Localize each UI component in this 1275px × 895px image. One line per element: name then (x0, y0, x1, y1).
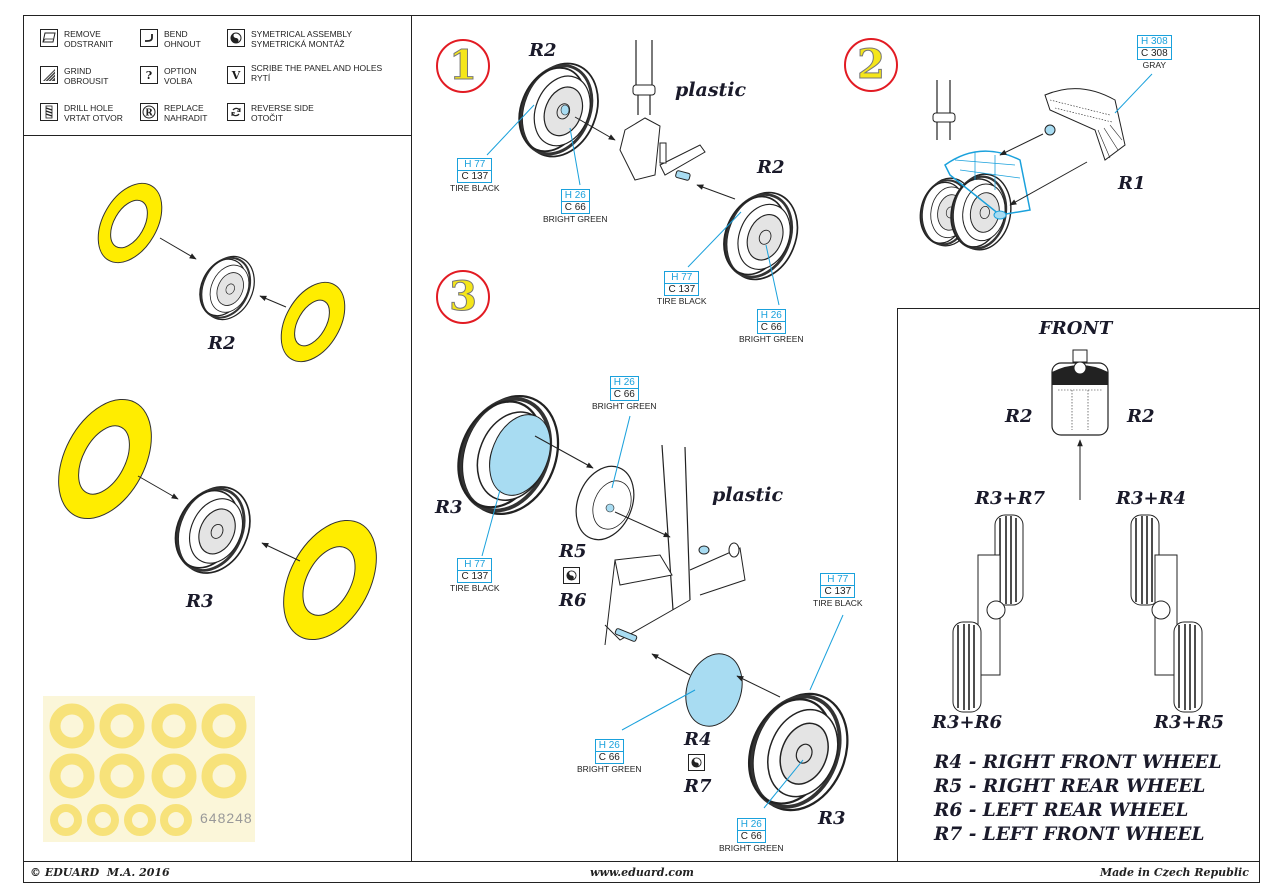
step1-r2-label-top: R2 (529, 40, 557, 61)
left-r2-label: R2 (208, 333, 236, 354)
step3-r7-label: R7 (684, 776, 712, 797)
option-icon: ? (140, 66, 158, 84)
placement-r3-r7: R3+R7 (975, 488, 1046, 509)
symmetrical-assembly-icon (688, 754, 705, 771)
step3-r3-label-right: R3 (818, 808, 846, 829)
step2-r1-label: R1 (1118, 173, 1146, 194)
remove-icon (40, 29, 58, 47)
reverse-side-icon (227, 103, 245, 121)
step-2-badge: 2 (844, 38, 898, 92)
placement-r2-left: R2 (1005, 406, 1033, 427)
bend-icon (140, 29, 158, 47)
replace-icon: R (140, 103, 158, 121)
placement-r3-r5: R3+R5 (1154, 712, 1225, 733)
copyright-text: © EDUARD M.A. 2016 (30, 866, 170, 879)
mask-rings (49, 703, 247, 836)
step-1-badge: 1 (436, 39, 490, 93)
front-label: FRONT (1039, 318, 1113, 339)
placement-inset-box (897, 308, 1260, 862)
left-column-divider (411, 15, 412, 862)
left-r3-label: R3 (186, 591, 214, 612)
scribe-icon: V (227, 66, 245, 84)
placement-r2-right: R2 (1127, 406, 1155, 427)
svg-text:R: R (145, 109, 153, 119)
symmetrical-assembly-icon (227, 29, 245, 47)
step3-r3-label-left: R3 (435, 497, 463, 518)
step3-plastic-label: plastic (712, 484, 784, 506)
made-in-text: Made in Czech Republic (1100, 866, 1249, 879)
instruction-sheet-frame (23, 15, 1260, 883)
step3-r4-label: R4 (684, 729, 712, 750)
wheel-key-item: R5 - RIGHT REAR WHEEL (934, 776, 1206, 797)
mask-sheet-code: 648248 (200, 810, 253, 826)
placement-r3-r4: R3+R4 (1116, 488, 1187, 509)
step3-r6-label: R6 (559, 590, 587, 611)
legend-divider (23, 135, 412, 136)
placement-r3-r6: R3+R6 (932, 712, 1003, 733)
step-3-badge: 3 (436, 270, 490, 324)
website-link[interactable]: www.eduard.com (590, 866, 694, 879)
wheel-key-item: R4 - RIGHT FRONT WHEEL (934, 752, 1222, 773)
mask-sheet-preview: 648248 (43, 696, 255, 842)
drill-hole-icon (40, 103, 58, 121)
step1-r2-label-right: R2 (757, 157, 785, 178)
step3-r5-label: R5 (559, 541, 587, 562)
wheel-key-item: R7 - LEFT FRONT WHEEL (934, 824, 1205, 845)
footer-divider (23, 861, 1260, 862)
symmetrical-assembly-icon (563, 567, 580, 584)
grind-icon (40, 66, 58, 84)
wheel-position-key: R4 - RIGHT FRONT WHEEL R5 - RIGHT REAR W… (934, 751, 1222, 847)
wheel-key-item: R6 - LEFT REAR WHEEL (934, 800, 1189, 821)
step1-plastic-label: plastic (675, 79, 747, 101)
